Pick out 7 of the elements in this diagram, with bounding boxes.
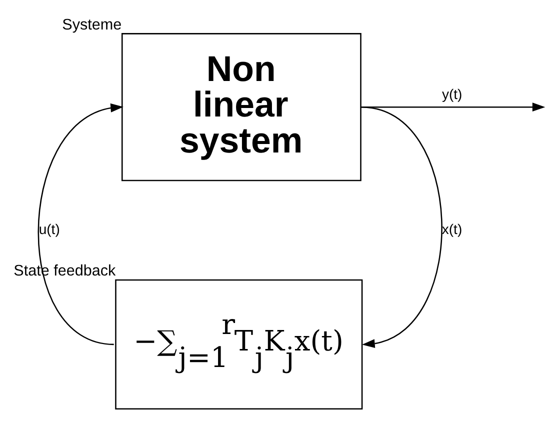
node-label: Systeme — [62, 16, 122, 33]
node-box: Non linear system — [121, 32, 362, 181]
edge-label: y(t) — [442, 86, 462, 102]
arrow — [38, 102, 124, 345]
arrow — [361, 106, 442, 348]
edge-label: u(t) — [38, 220, 60, 236]
arrow — [360, 102, 546, 112]
